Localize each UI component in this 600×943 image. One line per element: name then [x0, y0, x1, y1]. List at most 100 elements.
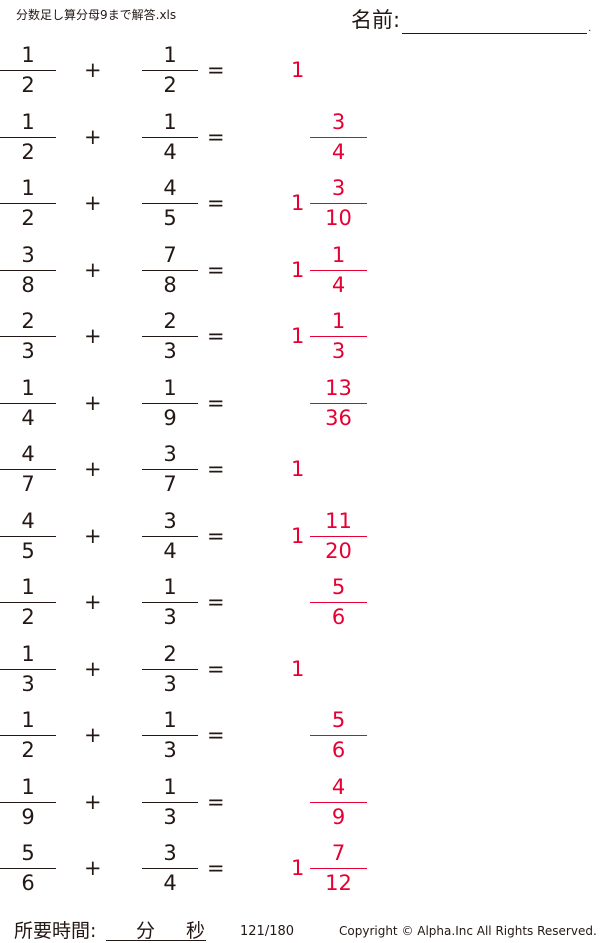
problem-row: 1 9 + 1 3 = 4 9 [0, 770, 600, 836]
answer-denominator: 36 [325, 405, 352, 430]
name-end-dot: . [588, 23, 592, 34]
answer-whole-number: 1 [291, 457, 305, 481]
answer-whole-number: 1 [291, 191, 305, 215]
equals-sign: = [207, 789, 225, 814]
denominator: 8 [163, 272, 177, 297]
fraction-bar [142, 336, 198, 337]
fraction-bar [0, 402, 56, 404]
answer-numerator: 5 [331, 575, 346, 599]
plus-sign: + [84, 523, 102, 548]
name-label: 名前: [351, 8, 401, 32]
equals-sign: = [207, 191, 225, 215]
problem-row: 1 3 + 2 3 = 1 [0, 637, 600, 703]
fraction-bar [0, 535, 56, 537]
plus-sign: + [84, 656, 102, 681]
fraction-bar [0, 469, 56, 470]
denominator: 3 [163, 804, 177, 829]
fraction-bar [0, 602, 56, 603]
problem-row: 4 5 + 3 4 = 1 11 20 [0, 504, 600, 570]
footer: 所要時間: 分 秒 121/180 Copyright © Alpha.Inc … [0, 912, 600, 943]
answer-whole-number: 1 [291, 523, 305, 548]
denominator: 7 [21, 472, 35, 496]
denominator: 8 [21, 272, 35, 297]
equals-sign: = [207, 124, 225, 149]
problem-row: 5 6 + 3 4 = 1 7 12 [0, 836, 600, 902]
answer-numerator: 11 [325, 508, 352, 533]
fraction-bar [142, 269, 198, 271]
denominator: 6 [21, 871, 35, 895]
numerator: 1 [163, 109, 177, 134]
answer-numerator: 1 [331, 242, 346, 267]
answer-numerator: 1 [331, 309, 346, 333]
problem-row: 1 2 + 1 2 = 1 [0, 38, 600, 104]
numerator: 3 [21, 242, 35, 267]
answer-denominator: 3 [331, 339, 346, 363]
denominator: 3 [21, 339, 35, 363]
fraction-bar [0, 136, 56, 138]
answer-whole-number: 1 [291, 324, 305, 348]
numerator: 1 [163, 575, 177, 599]
answer-whole-number: 1 [291, 257, 305, 282]
numerator: 4 [163, 176, 177, 200]
plus-sign: + [84, 390, 102, 415]
denominator: 4 [21, 405, 35, 430]
answer-numerator: 13 [325, 375, 352, 400]
plus-sign: + [84, 124, 102, 149]
numerator: 2 [163, 309, 177, 333]
numerator: 3 [163, 508, 177, 533]
fraction-bar [142, 203, 198, 204]
numerator: 1 [163, 375, 177, 400]
numerator: 1 [21, 575, 35, 599]
problem-row: 2 3 + 2 3 = 1 1 3 [0, 304, 600, 370]
fraction-bar [0, 735, 56, 736]
denominator: 4 [163, 139, 177, 164]
plus-sign: + [84, 191, 102, 215]
copyright-notice: Copyright © Alpha.Inc All Rights Reserve… [339, 924, 597, 938]
plus-sign: + [84, 457, 102, 481]
fraction-bar [0, 203, 56, 204]
fraction-bar [0, 336, 56, 337]
answer-numerator: 4 [331, 774, 346, 799]
numerator: 1 [21, 774, 35, 799]
fraction-bar [0, 868, 56, 869]
denominator: 2 [21, 206, 35, 230]
answer-denominator: 10 [325, 206, 352, 230]
fraction-bar [142, 535, 198, 537]
answer-numerator: 3 [331, 109, 346, 134]
denominator: 5 [21, 538, 35, 563]
denominator: 7 [163, 472, 177, 496]
problem-row: 1 2 + 1 3 = 5 6 [0, 570, 600, 636]
answer-denominator: 4 [331, 272, 346, 297]
answer-fraction-bar [310, 402, 367, 404]
numerator: 1 [21, 43, 35, 67]
answer-denominator: 6 [331, 738, 346, 762]
plus-sign: + [84, 789, 102, 814]
fraction-bar [142, 469, 198, 470]
numerator: 3 [163, 442, 177, 466]
answer-whole-number: 1 [291, 656, 305, 681]
problem-row: 1 2 + 1 4 = 3 4 [0, 105, 600, 171]
name-blank-line [402, 11, 588, 34]
denominator: 2 [163, 73, 177, 97]
denominator: 3 [163, 605, 177, 629]
time-required-label: 所要時間: [14, 920, 97, 942]
page-number: 121/180 [240, 924, 295, 939]
plus-sign: + [84, 257, 102, 282]
fraction-bar [142, 70, 198, 71]
fraction-bar [0, 269, 56, 271]
answer-fraction-bar [310, 602, 367, 603]
answer-numerator: 5 [331, 708, 346, 732]
numerator: 1 [21, 176, 35, 200]
minutes-label: 分 [136, 920, 156, 942]
problem-row: 1 4 + 1 9 = 13 36 [0, 371, 600, 437]
equals-sign: = [207, 590, 225, 614]
problem-row: 4 7 + 3 7 = 1 [0, 437, 600, 503]
denominator: 3 [163, 339, 177, 363]
answer-fraction-bar [310, 269, 367, 271]
answer-whole-number: 1 [291, 58, 305, 82]
worksheet-filename: 分数足し算分母9まで解答.xls [16, 8, 177, 22]
denominator: 3 [163, 738, 177, 762]
fraction-bar [142, 668, 198, 670]
numerator: 7 [163, 242, 177, 267]
denominator: 5 [163, 206, 177, 230]
